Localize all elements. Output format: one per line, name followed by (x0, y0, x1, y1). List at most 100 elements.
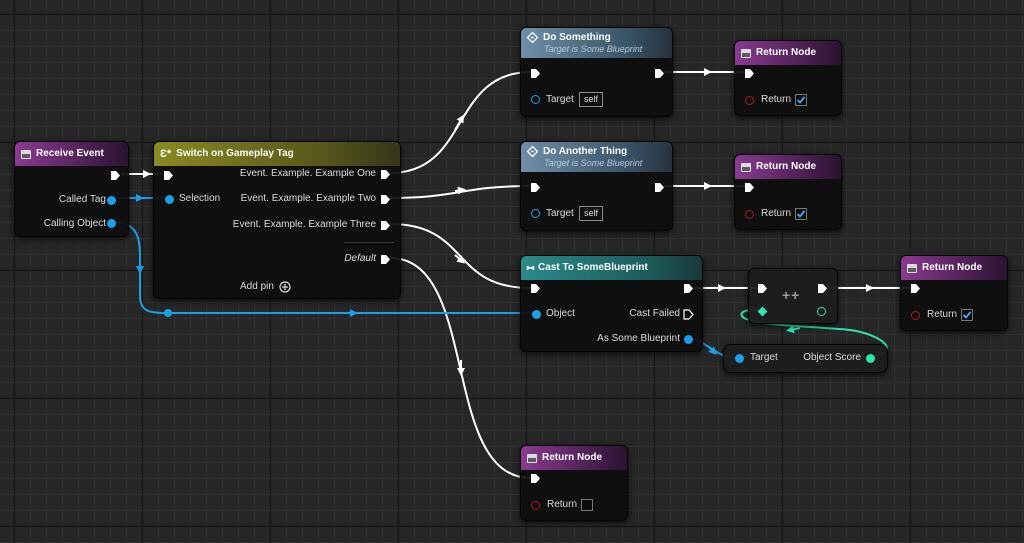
return-title: Return Node (922, 262, 982, 273)
calling-object-pin[interactable] (107, 219, 116, 228)
exec-out-pin[interactable] (654, 68, 665, 79)
return-header: Return Node (735, 41, 841, 65)
event-icon (527, 32, 538, 43)
do-something-node[interactable]: Do Something Target is Some Blueprint Ta… (520, 27, 673, 117)
return-header: Return Node (521, 446, 627, 470)
event-icon (527, 146, 538, 157)
case-three-exec-pin[interactable] (380, 220, 391, 231)
receive-event-header: Receive Event (15, 142, 128, 166)
wire-exec-default (389, 257, 532, 479)
target-pin[interactable] (735, 354, 744, 363)
exec-in-pin[interactable] (530, 283, 541, 294)
int-out-pin[interactable] (817, 307, 826, 316)
selection-pin[interactable] (165, 195, 174, 204)
function-icon (741, 162, 751, 172)
exec-in-pin[interactable] (744, 182, 755, 193)
selection-label: Selection (179, 193, 221, 204)
switch-gameplay-tag-node[interactable]: Ɛ*Switch on Gameplay Tag Selection Event… (153, 141, 401, 299)
add-pin-button[interactable]: Add pin (240, 281, 291, 293)
return-label: Return (761, 208, 792, 219)
do-another-thing-subtitle: Target is Some Blueprint (544, 157, 643, 168)
function-icon (741, 48, 751, 58)
function-icon (21, 149, 31, 159)
cast-to-blueprint-node[interactable]: ▸◂Cast To SomeBlueprint Object Cast Fail… (520, 255, 703, 352)
return-bool-pin[interactable] (745, 210, 754, 219)
receive-event-node[interactable]: Receive Event Called Tag Calling Object (14, 141, 129, 237)
exec-in-pin[interactable] (163, 170, 174, 181)
default-exec-pin[interactable] (380, 254, 391, 265)
return-bool-pin[interactable] (531, 501, 540, 510)
case-one-exec-pin[interactable] (380, 169, 391, 180)
return-checkbox[interactable] (961, 309, 973, 321)
return-bool-pin[interactable] (911, 311, 920, 320)
increment-node[interactable]: ++ (748, 268, 838, 324)
return-header: Return Node (901, 256, 1007, 280)
return-checkbox[interactable] (795, 94, 807, 106)
target-self-field[interactable]: self (579, 206, 604, 221)
exec-in-pin[interactable] (910, 283, 921, 294)
return-bool-pin[interactable] (745, 96, 754, 105)
return-label: Return (547, 499, 578, 510)
cast-failed-exec-pin[interactable] (683, 309, 694, 320)
return-checkbox[interactable] (795, 208, 807, 220)
case-one-label: Event. Example. Example One (239, 168, 376, 179)
cast-failed-label: Cast Failed (629, 308, 680, 319)
exec-in-pin[interactable] (744, 68, 755, 79)
add-pin-label: Add pin (240, 281, 274, 292)
exec-in-pin[interactable] (757, 283, 768, 294)
object-label: Object (546, 308, 575, 319)
function-icon (527, 453, 537, 463)
exec-out-pin[interactable] (654, 182, 665, 193)
exec-in-pin[interactable] (530, 182, 541, 193)
target-self-field[interactable]: self (579, 92, 604, 107)
int-in-pin[interactable] (757, 306, 768, 317)
wire-exec-case3 (389, 223, 532, 289)
default-divider (344, 242, 394, 243)
return-node-1[interactable]: Return Node Return (734, 40, 842, 116)
exec-in-pin[interactable] (530, 68, 541, 79)
receive-event-title: Receive Event (36, 148, 104, 159)
as-blueprint-label: As Some Blueprint (597, 333, 680, 344)
checkmark-icon (796, 96, 806, 104)
return-checkbox[interactable] (581, 499, 593, 511)
return-header: Return Node (735, 155, 841, 179)
return-label: Return (761, 94, 792, 105)
cast-title: Cast To SomeBlueprint (538, 262, 648, 273)
wire-exec-case1 (389, 71, 532, 174)
increment-symbol: ++ (782, 287, 801, 303)
return-label: Return (927, 309, 958, 320)
case-three-label: Event. Example. Example Three (232, 219, 376, 230)
return-title: Return Node (756, 161, 816, 172)
object-pin[interactable] (532, 310, 541, 319)
do-something-header: Do Something Target is Some Blueprint (521, 28, 672, 58)
target-pin[interactable] (531, 209, 540, 218)
called-tag-label: Called Tag (58, 194, 106, 205)
object-score-label: Object Score (803, 352, 861, 363)
exec-out-pin[interactable] (683, 283, 694, 294)
as-blueprint-pin[interactable] (684, 335, 693, 344)
return-node-3[interactable]: Return Node Return (900, 255, 1008, 331)
exec-out-pin[interactable] (110, 170, 121, 181)
object-score-pin[interactable] (866, 354, 875, 363)
do-another-thing-title: Do Another Thing (543, 145, 628, 157)
switch-header: Ɛ*Switch on Gameplay Tag (154, 142, 400, 166)
target-pin[interactable] (531, 95, 540, 104)
get-object-score-node[interactable]: Target Object Score (723, 344, 888, 373)
return-node-4[interactable]: Return Node Return (520, 445, 628, 521)
calling-object-label: Calling Object (43, 218, 106, 229)
do-something-subtitle: Target is Some Blueprint (544, 43, 643, 54)
add-circle-icon (279, 281, 291, 293)
do-another-thing-node[interactable]: Do Another Thing Target is Some Blueprin… (520, 141, 673, 231)
case-two-exec-pin[interactable] (380, 194, 391, 205)
case-two-label: Event. Example. Example Two (240, 193, 376, 204)
switch-title: Switch on Gameplay Tag (176, 148, 294, 159)
exec-in-pin[interactable] (530, 473, 541, 484)
do-something-title: Do Something (543, 31, 611, 43)
return-title: Return Node (542, 452, 602, 463)
exec-out-pin[interactable] (817, 283, 828, 294)
do-another-thing-header: Do Another Thing Target is Some Blueprin… (521, 142, 672, 172)
default-label: Default (344, 253, 376, 264)
called-tag-pin[interactable] (107, 196, 116, 205)
return-node-2[interactable]: Return Node Return (734, 154, 842, 230)
checkmark-icon (962, 311, 972, 319)
